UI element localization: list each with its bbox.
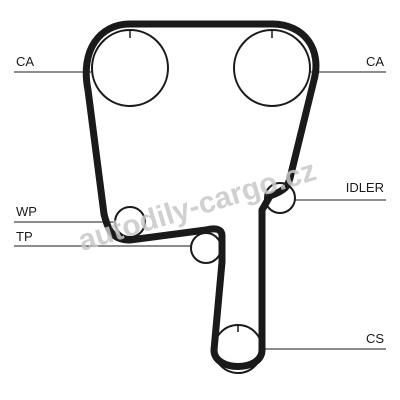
camshaft-pulley-left (91, 29, 169, 107)
camshaft-pulley-right (233, 29, 311, 107)
timing-belt (82, 20, 320, 370)
label-ca-right: CA (366, 54, 384, 69)
label-wp: WP (16, 204, 37, 219)
timing-marks (129, 30, 273, 332)
label-idler: IDLER (346, 180, 384, 195)
tensioner-pulley (190, 232, 222, 264)
label-tp: TP (16, 229, 33, 244)
label-ca-left: CA (16, 54, 34, 69)
label-cs: CS (366, 331, 384, 346)
